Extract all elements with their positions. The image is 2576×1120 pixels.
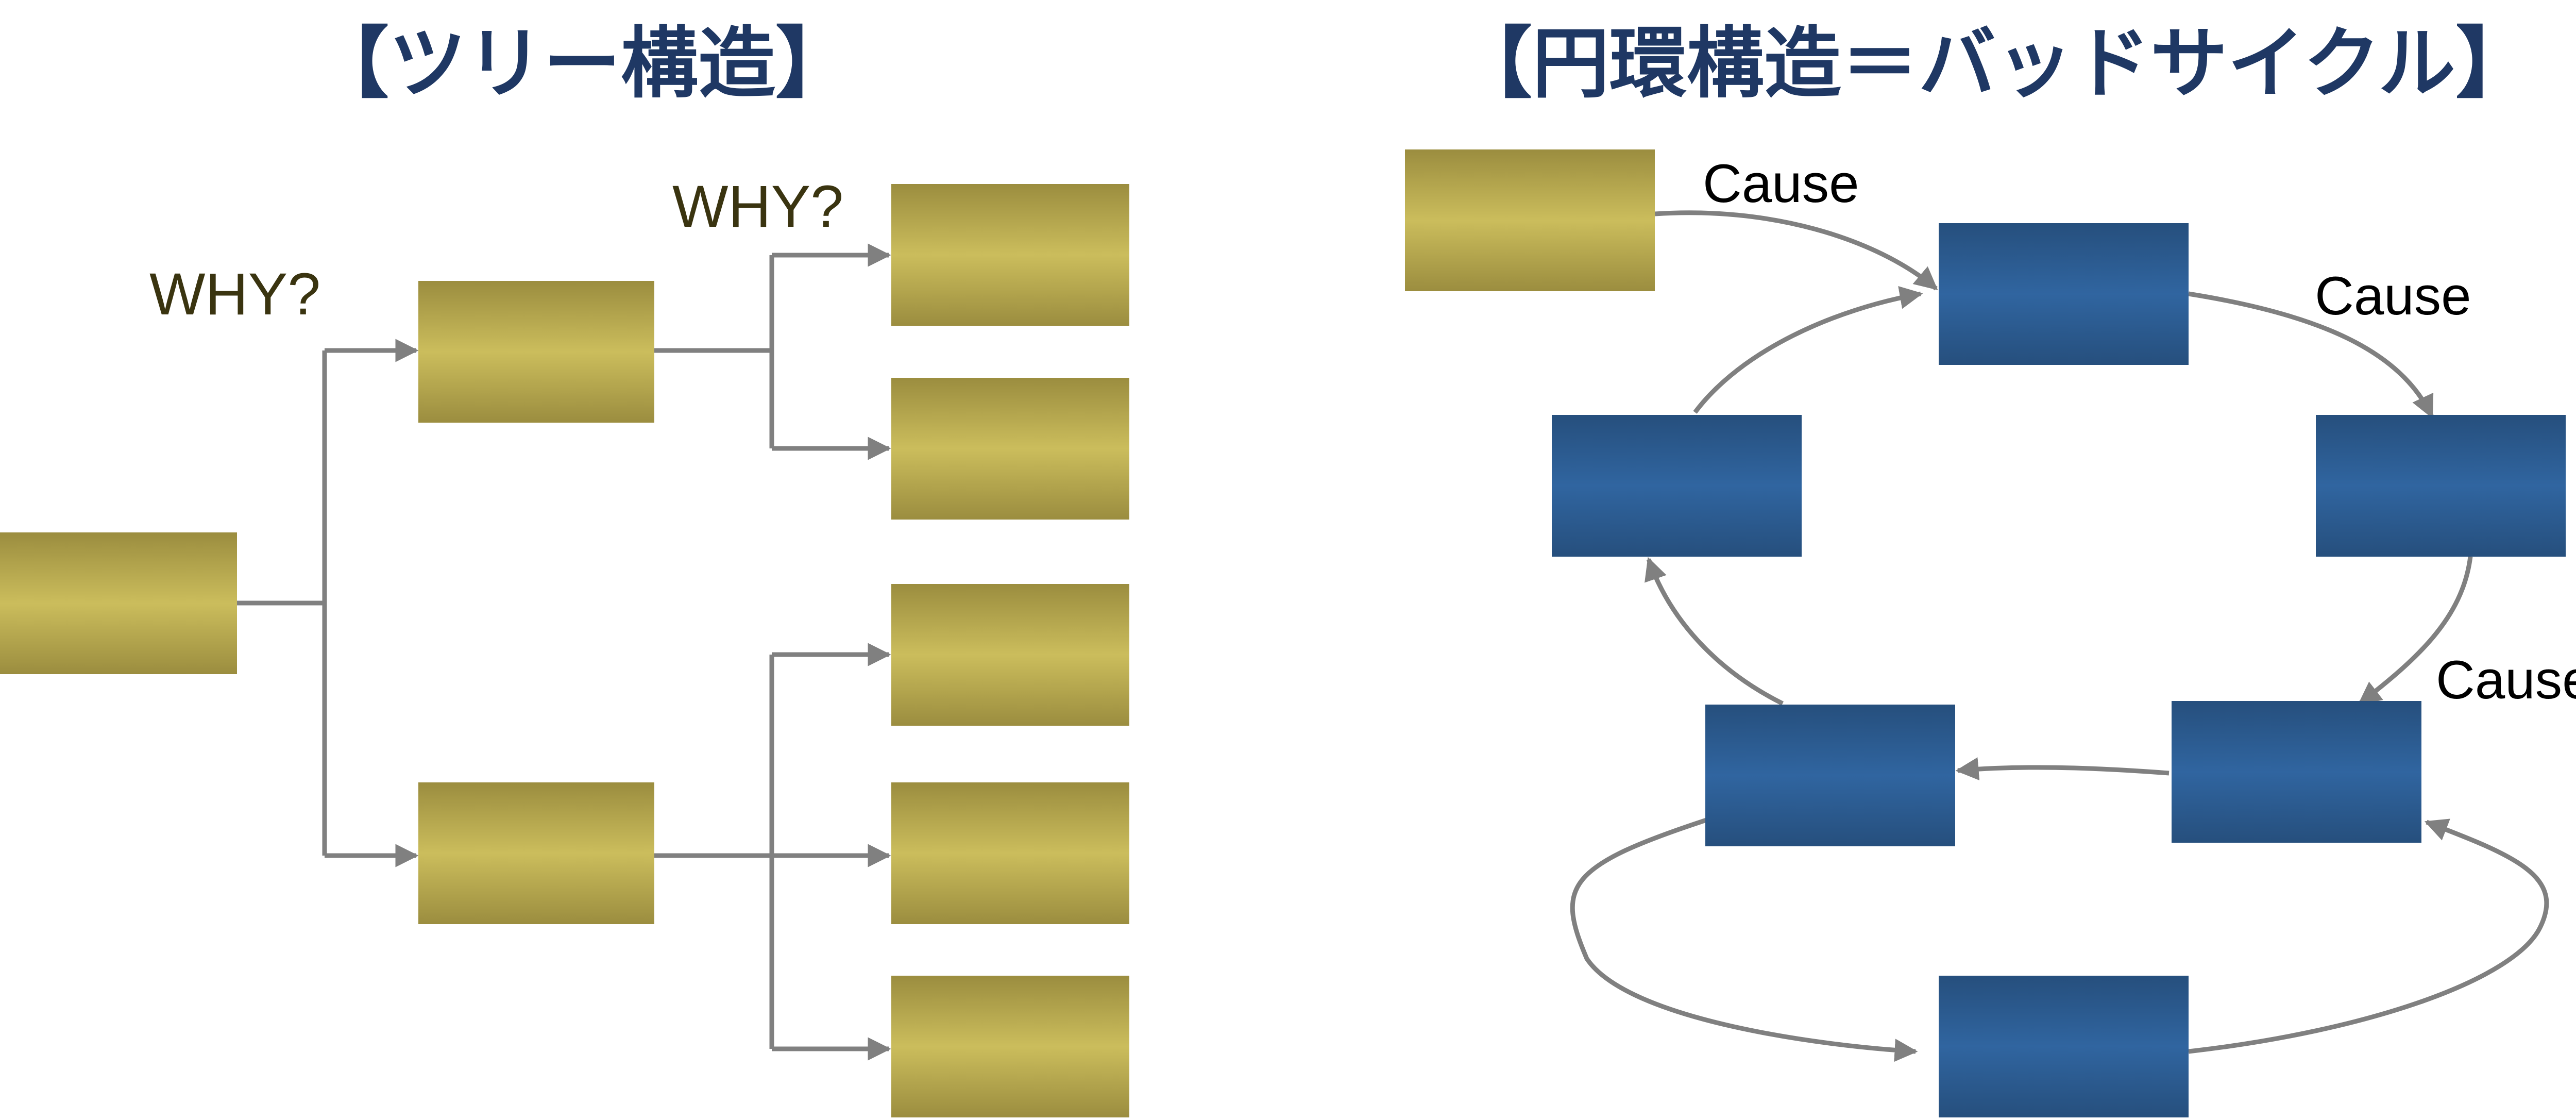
- tree-diagram: WHY? WHY?: [0, 174, 1129, 1117]
- why-label-2: WHY?: [672, 174, 843, 240]
- cycle-arrow-right-to-lowerright: [2358, 556, 2473, 706]
- tree-box-level1-bottom: [418, 782, 654, 924]
- tree-box-level1-top: [418, 281, 654, 423]
- why-label-1: WHY?: [149, 261, 320, 327]
- tree-box-leaf-2: [891, 378, 1129, 520]
- tree-box-leaf-4: [891, 782, 1129, 924]
- cycle-box-left: [1552, 415, 1802, 557]
- cycle-arrow-bottom-to-lowerright: [2188, 818, 2549, 1054]
- cycle-box-right: [2316, 415, 2566, 557]
- cycle-title: 【円環構造＝バッドサイクル】: [1455, 19, 2533, 109]
- tree-box-leaf-3: [891, 584, 1129, 726]
- cycle-arrow-left-to-top: [1693, 286, 1923, 414]
- cause-label-2: Cause: [2315, 266, 2471, 326]
- cause-label-1: Cause: [1703, 154, 1859, 214]
- tree-title: 【ツリー構造】: [312, 19, 853, 109]
- cycle-box-top: [1939, 223, 2189, 365]
- cycle-diagram: Cause Cause Cause: [1405, 149, 2576, 1117]
- cause-label-3: Cause: [2436, 650, 2576, 710]
- cycle-box-bottom: [1939, 976, 2189, 1117]
- tree-box-leaf-1: [891, 184, 1129, 326]
- tree-box-root: [0, 532, 237, 674]
- cycle-box-lower-left: [1705, 705, 1955, 846]
- cycle-box-source: [1405, 149, 1655, 291]
- tree-box-leaf-5: [891, 976, 1129, 1117]
- cycle-arrow-source-to-top: [1654, 210, 1938, 291]
- cycle-box-lower-right: [2172, 701, 2421, 843]
- cycle-arrow-lowerleft-to-bottom: [1570, 817, 1918, 1062]
- cycle-arrow-lowerright-to-lowerleft: [1955, 757, 2170, 781]
- cycle-arrow-top-to-right: [2188, 291, 2434, 419]
- cycle-arrow-lowerleft-to-left: [1645, 557, 1784, 706]
